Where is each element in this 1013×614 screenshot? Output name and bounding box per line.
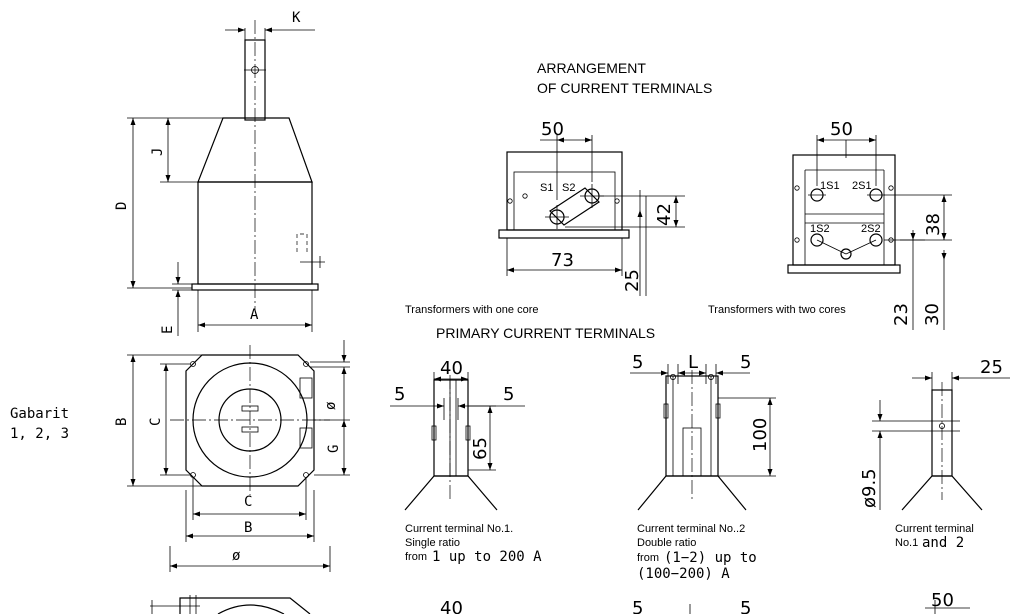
terminal-3-caption-numbers: No.1 [895, 537, 918, 549]
dim-b-left-label: B [114, 418, 130, 426]
dim-e-label: E [160, 326, 176, 334]
bottom-partial-row: 40 5 5 50 [440, 590, 970, 614]
gabarit-sizes: 1, 2, 3 [10, 426, 69, 442]
dim-g-label: G [326, 445, 342, 453]
one-core-dim-25: 25 [622, 269, 643, 292]
two-cores-dim-top: 50 [830, 119, 853, 140]
two-cores-dim-23: 23 [891, 303, 912, 326]
terminal-1-caption-title: Current terminal No.1. [405, 523, 513, 535]
terminal-2-dim-5-left: 5 [632, 352, 643, 373]
arrangement-heading: ARRANGEMENT [537, 60, 646, 76]
one-core-dim-73: 73 [551, 250, 574, 271]
two-cores-dim-30: 30 [922, 303, 943, 326]
dim-c-left-label: C [148, 418, 164, 426]
dim-phi-right-label: ø [323, 401, 339, 410]
one-core-diagram: 50 S1 S2 42 25 73 Transformers with one … [405, 119, 685, 316]
terminal-1-dim-65: 65 [470, 437, 491, 460]
plan-view: B C ø G C B ø [114, 340, 350, 572]
terminal-3-caption-and: and 2 [922, 535, 964, 551]
terminal-1-caption-range-from: from [405, 551, 427, 563]
terminal-2s1-label: 2S1 [852, 180, 872, 192]
terminal-1s2-label: 1S2 [810, 223, 830, 235]
terminal-1-caption-ratio: Single ratio [405, 537, 460, 549]
dim-b-bottom-label: B [244, 520, 252, 536]
terminal-3-dim-25: 25 [980, 357, 1003, 378]
terminal-1-dim-5-right: 5 [503, 384, 514, 405]
terminal-3-dim-phi: ø9.5 [859, 468, 880, 508]
terminal-2-dim-5-right: 5 [740, 352, 751, 373]
bottom-dim-5-left: 5 [632, 598, 643, 614]
terminal-2-diagram: 5 L 5 100 Current terminal No..2 Double … [630, 352, 776, 582]
terminal-3-diagram: 25 ø9.5 Current terminal No.1 and 2 [859, 357, 1010, 551]
arrangement-subheading: OF CURRENT TERMINALS [537, 80, 712, 96]
two-cores-dim-38: 38 [923, 213, 944, 236]
dim-phi-bottom-label: ø [232, 548, 241, 564]
terminal-1-dim-5-left: 5 [394, 384, 405, 405]
terminal-2-caption-range-from: from [637, 552, 659, 564]
one-core-dim-top: 50 [541, 119, 564, 140]
dim-j-label: J [150, 148, 166, 156]
terminal-1-diagram: 40 5 5 65 Current terminal No.1. Single … [390, 358, 542, 565]
one-core-caption: Transformers with one core [405, 304, 538, 316]
bottom-dim-5-right: 5 [740, 598, 751, 614]
primary-terminals-heading: PRIMARY CURRENT TERMINALS [436, 325, 655, 341]
two-cores-diagram: 50 1S1 2S1 1S2 2S2 38 23 30 Transformers… [708, 119, 952, 330]
terminal-1-caption-range: 1 up to 200 A [432, 549, 542, 565]
terminal-2s2-label: 2S2 [861, 223, 881, 235]
dim-k-label: K [292, 10, 301, 26]
terminal-2-caption-title: Current terminal No..2 [637, 523, 745, 535]
terminal-2-caption-ratio: Double ratio [637, 537, 696, 549]
dim-a-label: A [250, 307, 259, 323]
bottom-dim-40: 40 [440, 598, 463, 614]
terminal-1-dim-40: 40 [440, 358, 463, 379]
dim-d-label: D [114, 202, 130, 210]
terminal-3-caption-title: Current terminal [895, 523, 974, 535]
two-cores-caption: Transformers with two cores [708, 304, 846, 316]
terminal-2-dim-100: 100 [750, 418, 771, 452]
gabarit-label: Gabarit [10, 406, 69, 422]
terminal-s1-label: S1 [540, 182, 553, 194]
dim-c-bottom-label: C [244, 494, 252, 510]
bottom-dim-50: 50 [931, 590, 954, 611]
terminal-s2-label: S2 [562, 182, 575, 194]
terminal-2-caption-range-2: (100−200) A [637, 566, 730, 582]
terminal-2-dim-l: L [688, 352, 698, 373]
terminal-2-caption-range: (1−2) up to [664, 550, 757, 566]
terminal-1s1-label: 1S1 [820, 180, 840, 192]
side-view: K D J E A [114, 10, 325, 336]
next-gabarit-partial [150, 595, 311, 614]
one-core-dim-42: 42 [654, 203, 675, 226]
